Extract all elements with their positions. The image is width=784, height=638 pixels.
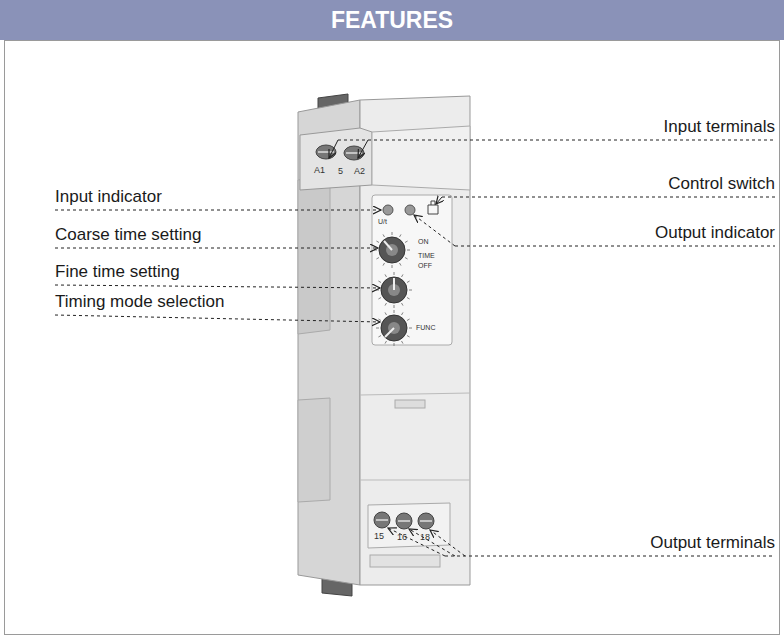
dial-tick [402, 312, 404, 315]
dial-tick [385, 312, 387, 315]
dial-tick [407, 250, 410, 251]
dial-tick [407, 281, 410, 283]
dial-tick [409, 328, 412, 329]
dial-tick [394, 310, 395, 313]
panel-mark: OFF [418, 262, 432, 270]
terminal-mark: A1 [314, 166, 325, 176]
header-band: FEATURES [0, 0, 784, 40]
terminal-mark: 15 [374, 532, 384, 542]
leader-lines [55, 140, 775, 556]
dial-tick [394, 305, 395, 308]
dial-tick [376, 241, 379, 243]
dial-tick [374, 250, 377, 251]
dial-tick [378, 281, 381, 283]
dial-tick [407, 336, 410, 338]
dial-tick [383, 263, 385, 266]
callout-label: Timing mode selection [55, 293, 224, 312]
panel-mark: ON [418, 238, 429, 246]
panel-mark: FUNC [416, 324, 435, 332]
dial-tick [392, 232, 393, 235]
dial-tick [378, 319, 381, 321]
callout-label: Input indicator [55, 188, 162, 207]
dial-tick [409, 290, 412, 291]
dial-tick [392, 265, 393, 268]
dial-tick [378, 298, 381, 300]
dial-tick [402, 303, 404, 306]
callout-label: Output terminals [650, 534, 775, 553]
terminal-mark: 18 [420, 533, 430, 543]
panel-mark: U/t [378, 218, 387, 226]
dial-tick [376, 290, 379, 291]
dial-tick [376, 258, 379, 260]
dial-tick [400, 234, 402, 237]
dial-tick [402, 274, 404, 277]
dial-tick [394, 343, 395, 346]
dial-tick [407, 319, 410, 321]
callout-label: Output indicator [655, 224, 775, 243]
terminal-mark: A2 [354, 167, 365, 177]
dial-tick [378, 336, 381, 338]
dial-tick [402, 341, 404, 344]
dial-tick [405, 258, 408, 260]
dial-tick [383, 234, 385, 237]
callout-label: Control switch [668, 175, 775, 194]
callout-label: Input terminals [664, 118, 776, 137]
dial-tick [376, 328, 379, 329]
dial-tick [405, 241, 408, 243]
terminal-mark: 5 [338, 167, 343, 177]
callout-label: Coarse time setting [55, 226, 201, 245]
dial-tick [385, 303, 387, 306]
terminal-mark: 16 [397, 533, 407, 543]
callout-label: Fine time setting [55, 263, 180, 282]
dial-tick [385, 341, 387, 344]
dial-tick [400, 263, 402, 266]
dial-tick [407, 298, 410, 300]
panel-mark: TIME [418, 252, 435, 260]
dial-tick [385, 274, 387, 277]
dial-tick [394, 272, 395, 275]
title: FEATURES [0, 8, 784, 33]
